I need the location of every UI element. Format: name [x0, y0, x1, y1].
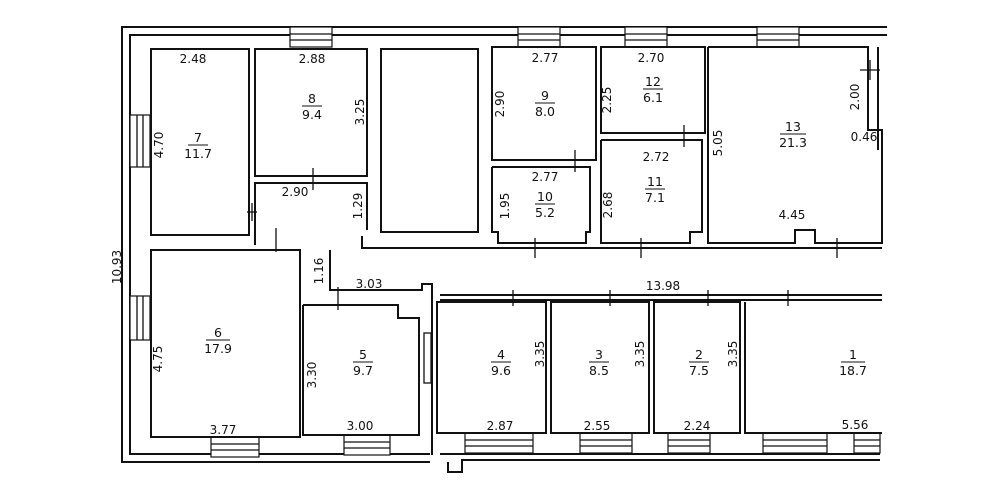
- room-2: [653, 301, 741, 434]
- dim-corridor-length: 13.98: [646, 279, 680, 293]
- room-labels: 711.7 89.4 98.0 126.1 105.2 117.1 1321.3…: [184, 74, 867, 378]
- dim-r1-width: 5.56: [842, 418, 869, 432]
- svg-text:6.1: 6.1: [643, 90, 663, 105]
- svg-text:9.4: 9.4: [302, 107, 322, 122]
- dim-passage-height: 1.16: [312, 258, 326, 285]
- room-11: [600, 139, 703, 244]
- dim-r6-height: 4.75: [151, 346, 165, 373]
- hall: [254, 182, 368, 245]
- svg-text:17.9: 17.9: [204, 341, 232, 356]
- dim-r2-width: 2.24: [684, 419, 711, 433]
- dim-r12-width: 2.70: [638, 51, 665, 65]
- dimension-labels: 10.93 13.98 2.48 4.70 2.88 3.25 2.90 1.2…: [110, 51, 877, 437]
- ventilation-grille: [423, 332, 432, 384]
- dim-r3-width: 2.55: [584, 419, 611, 433]
- svg-text:12: 12: [645, 74, 661, 89]
- room-3: [550, 301, 650, 434]
- room-label-6: 617.9: [204, 325, 232, 356]
- room-walls: [150, 46, 883, 455]
- svg-text:5.2: 5.2: [535, 205, 555, 220]
- dim-passage-width: 3.03: [356, 277, 383, 291]
- outer-walls: [121, 26, 887, 473]
- dim-r13-door: 2.00: [848, 84, 862, 111]
- svg-text:21.3: 21.3: [779, 135, 807, 150]
- svg-text:7: 7: [194, 130, 202, 145]
- dim-r10-width: 2.77: [532, 170, 559, 184]
- svg-text:3: 3: [595, 347, 603, 362]
- room-label-10: 105.2: [535, 189, 555, 220]
- svg-text:9.6: 9.6: [491, 363, 511, 378]
- dim-r11-height: 2.68: [601, 192, 615, 219]
- dim-r13-width: 4.45: [779, 208, 806, 222]
- room-label-3: 38.5: [589, 347, 609, 378]
- svg-text:6: 6: [214, 325, 222, 340]
- room-4: [436, 301, 547, 434]
- dim-r9-height: 2.90: [493, 91, 507, 118]
- room-10: [491, 166, 591, 244]
- dim-r6-width: 3.77: [210, 423, 237, 437]
- doors[interactable]: [247, 60, 880, 310]
- svg-text:8: 8: [308, 91, 316, 106]
- svg-text:5: 5: [359, 347, 367, 362]
- svg-text:4: 4: [497, 347, 505, 362]
- dim-r5-height: 3.30: [305, 362, 319, 389]
- dim-r8-width: 2.88: [299, 52, 326, 66]
- room-12: [600, 46, 706, 134]
- dim-r2-height: 3.35: [726, 341, 740, 368]
- room-label-9: 98.0: [535, 88, 555, 119]
- svg-text:18.7: 18.7: [839, 363, 867, 378]
- dim-r13-niche: 0.46: [851, 130, 878, 144]
- room-8: [254, 48, 368, 177]
- dim-r13-height: 5.05: [711, 130, 725, 157]
- dim-r9-width: 2.77: [532, 51, 559, 65]
- room-label-5: 59.7: [353, 347, 373, 378]
- svg-text:2: 2: [695, 347, 703, 362]
- room-6: [150, 249, 301, 438]
- room-label-7: 711.7: [184, 130, 212, 161]
- dim-r3-height: 3.35: [633, 341, 647, 368]
- dim-hall-height: 1.29: [351, 193, 365, 220]
- room-label-8: 89.4: [302, 91, 322, 122]
- dim-hall-width: 2.90: [282, 185, 309, 199]
- room-label-4: 49.6: [491, 347, 511, 378]
- dim-r12-height: 2.25: [600, 87, 614, 114]
- room-label-11: 117.1: [645, 174, 665, 205]
- room-9: [491, 46, 597, 161]
- dim-r4-width: 2.87: [487, 419, 514, 433]
- room-label-12: 126.1: [643, 74, 663, 105]
- dim-r11-width: 2.72: [643, 150, 670, 164]
- svg-text:10: 10: [537, 189, 553, 204]
- dim-r8-height: 3.25: [353, 99, 367, 126]
- dim-r7-height: 4.70: [152, 132, 166, 159]
- dim-overall-height: 10.93: [110, 250, 124, 284]
- dim-r7-width: 2.48: [180, 52, 207, 66]
- dim-r5-width: 3.00: [347, 419, 374, 433]
- unlabeled-room: [380, 48, 479, 233]
- svg-text:9.7: 9.7: [353, 363, 373, 378]
- svg-text:13: 13: [785, 119, 801, 134]
- dim-r10-height: 1.95: [498, 193, 512, 220]
- room-label-2: 27.5: [689, 347, 709, 378]
- svg-text:7.1: 7.1: [645, 190, 665, 205]
- svg-text:8.0: 8.0: [535, 104, 555, 119]
- room-13: [707, 46, 883, 244]
- svg-text:11: 11: [647, 174, 663, 189]
- svg-text:1: 1: [849, 347, 857, 362]
- svg-text:9: 9: [541, 88, 549, 103]
- svg-text:7.5: 7.5: [689, 363, 709, 378]
- room-1: [744, 302, 882, 434]
- svg-text:8.5: 8.5: [589, 363, 609, 378]
- svg-text:11.7: 11.7: [184, 146, 212, 161]
- room-7: [150, 48, 250, 236]
- dim-r4-height: 3.35: [533, 341, 547, 368]
- room-label-1: 118.7: [839, 347, 867, 378]
- room-5: [302, 304, 420, 436]
